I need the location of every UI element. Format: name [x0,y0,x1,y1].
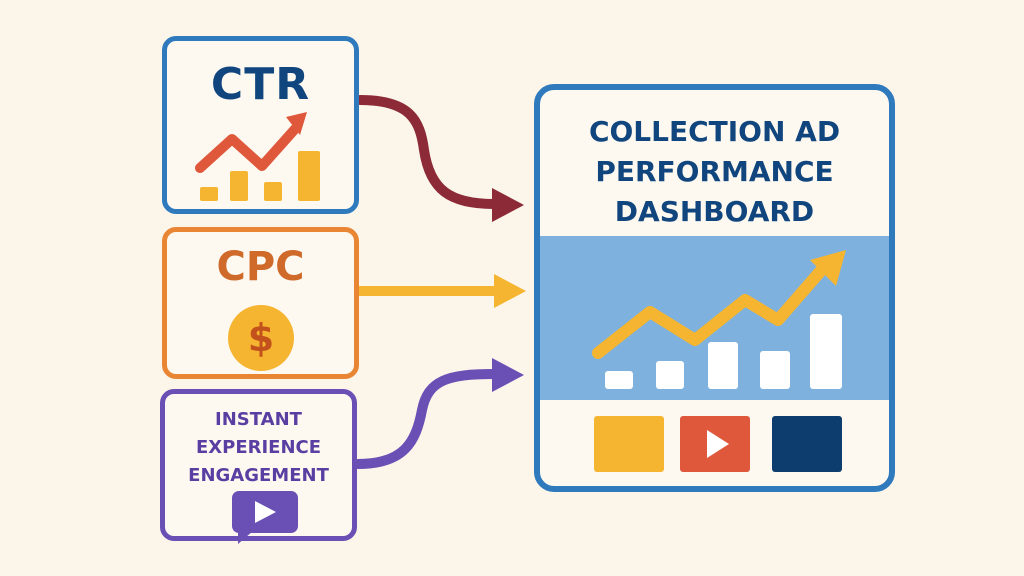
icon-bar-4 [298,151,320,201]
dashboard-tile-navy [772,416,842,472]
arrow-ctr-head [492,188,524,222]
arrow-instant-head [492,358,524,392]
video-bubble-tail [238,526,253,544]
instant-experience-title: INSTANT EXPERIENCE ENGAGEMENT [188,409,329,486]
dashboard-tile-video [680,416,750,472]
dollar-coin-icon: $ [228,305,294,371]
arrow-instant-to-dashboard [353,369,499,469]
instant-experience-card: INSTANT EXPERIENCE ENGAGEMENT [160,389,357,544]
icon-trend-line [195,124,300,173]
dash-trend-arrowhead [810,250,846,286]
cpc-title: CPC [216,244,305,290]
dash-bar-2 [656,361,684,389]
dashboard-title: COLLECTION AD PERFORMANCE DASHBOARD [588,115,841,228]
dashboard-trend-up-bar-chart-icon [592,250,846,389]
dash-bar-1 [605,371,633,389]
cpc-card: CPC $ [162,227,359,379]
arrow-ctr-to-dashboard [355,95,499,209]
dashboard-card: COLLECTION AD PERFORMANCE DASHBOARD [534,84,895,492]
play-icon [707,430,729,458]
ctr-title: CTR [210,59,311,110]
dash-trend-line [592,260,831,359]
icon-bar-3 [264,182,282,201]
arrow-cpc-head [494,274,526,308]
video-play-icon [232,491,298,544]
dashboard-tile-yellow [594,416,664,472]
icon-bar-1 [200,187,218,201]
dash-bar-5 [810,314,842,389]
ctr-card: CTR [162,36,359,214]
dash-bar-3 [708,342,738,389]
icon-trend-arrowhead [286,112,307,135]
trend-up-bar-chart-icon [195,112,320,201]
play-triangle [255,501,276,523]
dash-bar-4 [760,351,790,389]
icon-bar-2 [230,171,248,201]
